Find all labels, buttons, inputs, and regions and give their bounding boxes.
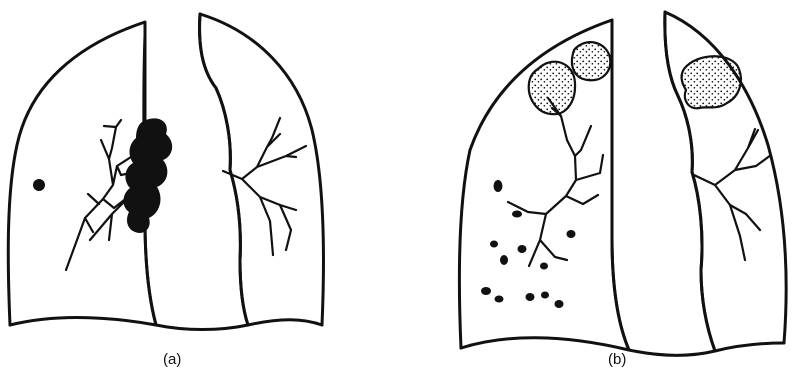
- panel-b-nodule-5: [518, 245, 527, 253]
- panel-b-right-bronchial-tree: [694, 129, 771, 260]
- panel-b-label: (b): [608, 351, 626, 369]
- panel-b-nodule-4: [490, 241, 498, 248]
- panel-b-lesion-right: [682, 56, 741, 108]
- panel-b-nodule-12: [555, 300, 564, 308]
- panel-b-nodule-9: [495, 296, 504, 303]
- panel-a-diaphragm: [10, 317, 322, 329]
- panel-b-nodule-2: [512, 211, 522, 218]
- panel-b-left-bronchial-tree: [508, 98, 603, 266]
- panel-b-nodule-1: [494, 180, 503, 192]
- panel-b: [459, 12, 786, 355]
- panel-a-nodule: [33, 179, 45, 191]
- panel-b-lesion-left-upper: [572, 42, 610, 80]
- panel-a-label: (a): [163, 351, 181, 369]
- panel-b-upper-lobe-lesions: [529, 42, 741, 114]
- panel-a: [8, 14, 323, 330]
- panel-a-hilar-mass: [123, 118, 172, 233]
- panel-a-right-lung-outline: [200, 14, 324, 325]
- panel-b-nodule-6: [500, 255, 508, 265]
- panel-b-nodule-8: [481, 287, 491, 295]
- panel-b-lesion-left-lower: [529, 62, 575, 114]
- panel-b-nodule-3: [567, 230, 576, 238]
- panel-b-nodule-7: [540, 263, 548, 270]
- panel-b-nodule-11: [541, 292, 549, 299]
- panel-b-nodule-10: [526, 293, 535, 301]
